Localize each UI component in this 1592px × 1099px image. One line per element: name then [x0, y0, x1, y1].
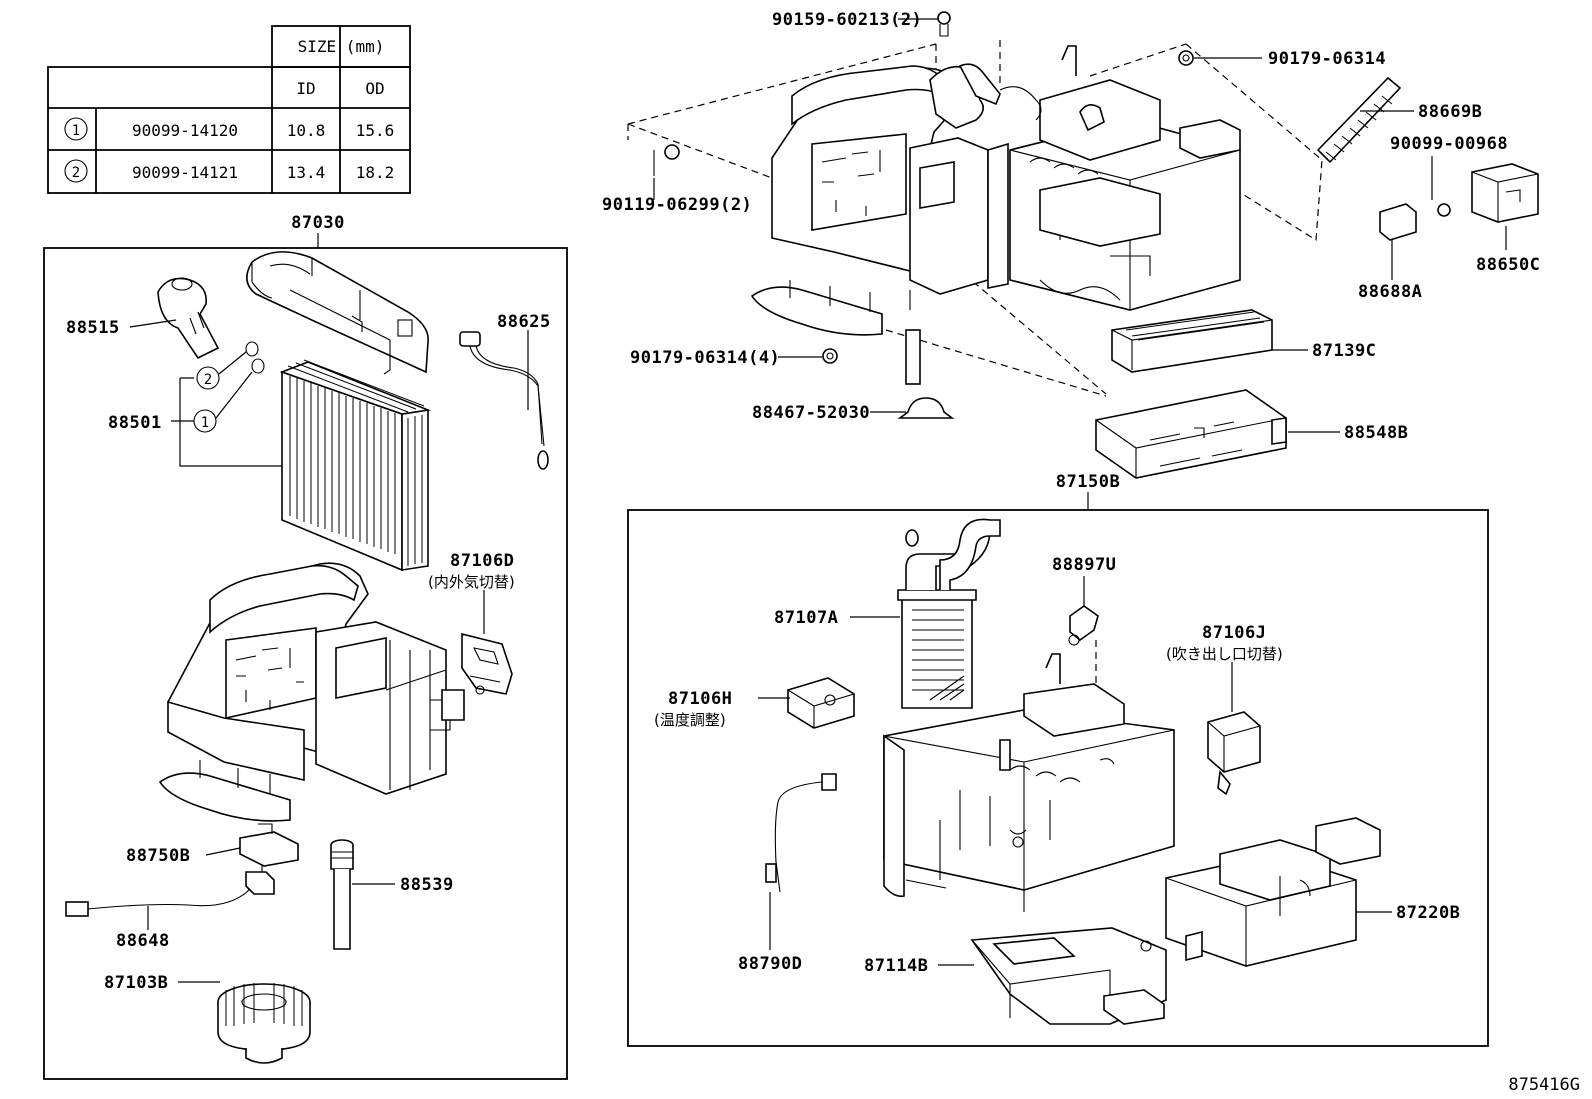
part-87139C-drawing — [1111, 309, 1273, 373]
part-88688A-drawing — [1379, 203, 1451, 241]
label-87106D: 87106D — [450, 551, 514, 571]
part-88539-drawing — [330, 839, 354, 950]
assembly-label-87150B: 87150B — [1056, 472, 1120, 492]
blower-case-drawing — [158, 562, 465, 822]
part-87107A-drawing — [897, 518, 1001, 709]
evaporator-core-drawing — [279, 359, 432, 572]
label-88669B: 88669B — [1418, 102, 1482, 122]
label-88548B: 88548B — [1344, 423, 1408, 443]
part-87106D-drawing — [461, 632, 513, 695]
marker-1: 1 — [201, 415, 209, 431]
row-marker: 1 — [72, 123, 80, 139]
label-90159-60213: 90159-60213(2) — [772, 10, 922, 30]
top-assembly-group: 90159-60213(2) 90179-06314 88669B 90099-… — [602, 10, 1540, 479]
od-header: OD — [365, 79, 384, 98]
label-88539: 88539 — [400, 875, 454, 895]
heater-case-drawing — [883, 653, 1175, 912]
part-87106H-drawing — [787, 677, 855, 729]
assembly-label-87030: 87030 — [291, 213, 345, 233]
row-id-value: 13.4 — [287, 163, 326, 182]
label-88467-52030: 88467-52030 — [752, 403, 870, 423]
label-87114B: 87114B — [864, 956, 928, 976]
label-87139C: 87139C — [1312, 341, 1376, 361]
marker-2: 2 — [204, 372, 212, 388]
label-90179-06314-4: 90179-06314(4) — [630, 348, 780, 368]
label-88648: 88648 — [116, 931, 170, 951]
hvac-unit-drawing — [750, 45, 1241, 385]
part-88625-drawing — [459, 331, 549, 470]
row-id-value: 10.8 — [287, 121, 326, 140]
nut-icon — [1178, 50, 1194, 66]
label-87106J-sub: (吹き出し口切替) — [1166, 645, 1283, 663]
part-88669B-drawing — [1316, 76, 1402, 164]
row-part-number: 90099-14120 — [132, 121, 238, 140]
evaporator-cover-drawing — [246, 251, 429, 375]
right-assembly-group: 87150B 87107A 88897U — [627, 472, 1489, 1047]
label-87220B: 87220B — [1396, 903, 1460, 923]
nut-icon — [822, 348, 838, 364]
screw-icon — [937, 11, 951, 37]
label-87103B: 87103B — [104, 973, 168, 993]
size-header: SIZE (mm) — [298, 37, 385, 56]
row-od-value: 15.6 — [356, 121, 395, 140]
screw-icon — [653, 144, 680, 176]
size-table: SIZE (mm) ID OD 1 90099-14120 10.8 15.6 … — [47, 25, 411, 194]
left-assembly-group: 87030 88515 2 1 88501 — [43, 213, 568, 1080]
label-87106H: 87106H — [668, 689, 732, 709]
row-part-number: 90099-14121 — [132, 163, 238, 182]
label-87106D-sub: (内外気切替) — [428, 573, 515, 591]
diagram-code: 875416G — [1508, 1075, 1580, 1095]
label-88515: 88515 — [66, 318, 120, 338]
row-od-value: 18.2 — [356, 163, 395, 182]
part-88467-drawing — [897, 397, 955, 419]
label-88501: 88501 — [108, 413, 162, 433]
part-87103B-drawing — [217, 983, 311, 1064]
part-88548B-drawing — [1095, 389, 1287, 479]
o-ring-icon — [251, 358, 265, 374]
label-88650C: 88650C — [1476, 255, 1540, 275]
part-87114B-drawing — [970, 927, 1167, 1025]
part-88750B-drawing — [239, 823, 299, 878]
part-87106J-drawing — [1207, 711, 1261, 796]
label-87106H-sub: (温度調整) — [654, 711, 726, 729]
label-88790D: 88790D — [738, 954, 802, 974]
label-87106J: 87106J — [1202, 623, 1266, 643]
part-88515-drawing — [157, 277, 220, 360]
label-88897U: 88897U — [1052, 555, 1116, 575]
label-88750B: 88750B — [126, 846, 190, 866]
label-90099-00968: 90099-00968 — [1390, 134, 1508, 154]
label-88625: 88625 — [497, 312, 551, 332]
label-88688A: 88688A — [1358, 282, 1422, 302]
part-87220B-drawing — [1165, 817, 1381, 967]
o-ring-icon — [245, 341, 259, 357]
row-marker: 2 — [72, 165, 80, 181]
part-88790D-drawing — [765, 773, 837, 893]
id-header: ID — [296, 79, 315, 98]
part-88648-drawing — [65, 871, 275, 917]
label-87107A: 87107A — [774, 608, 838, 628]
label-90179-06314-top: 90179-06314 — [1268, 49, 1386, 69]
part-88650C-drawing — [1471, 163, 1539, 223]
label-90119-06299: 90119-06299(2) — [602, 195, 752, 215]
